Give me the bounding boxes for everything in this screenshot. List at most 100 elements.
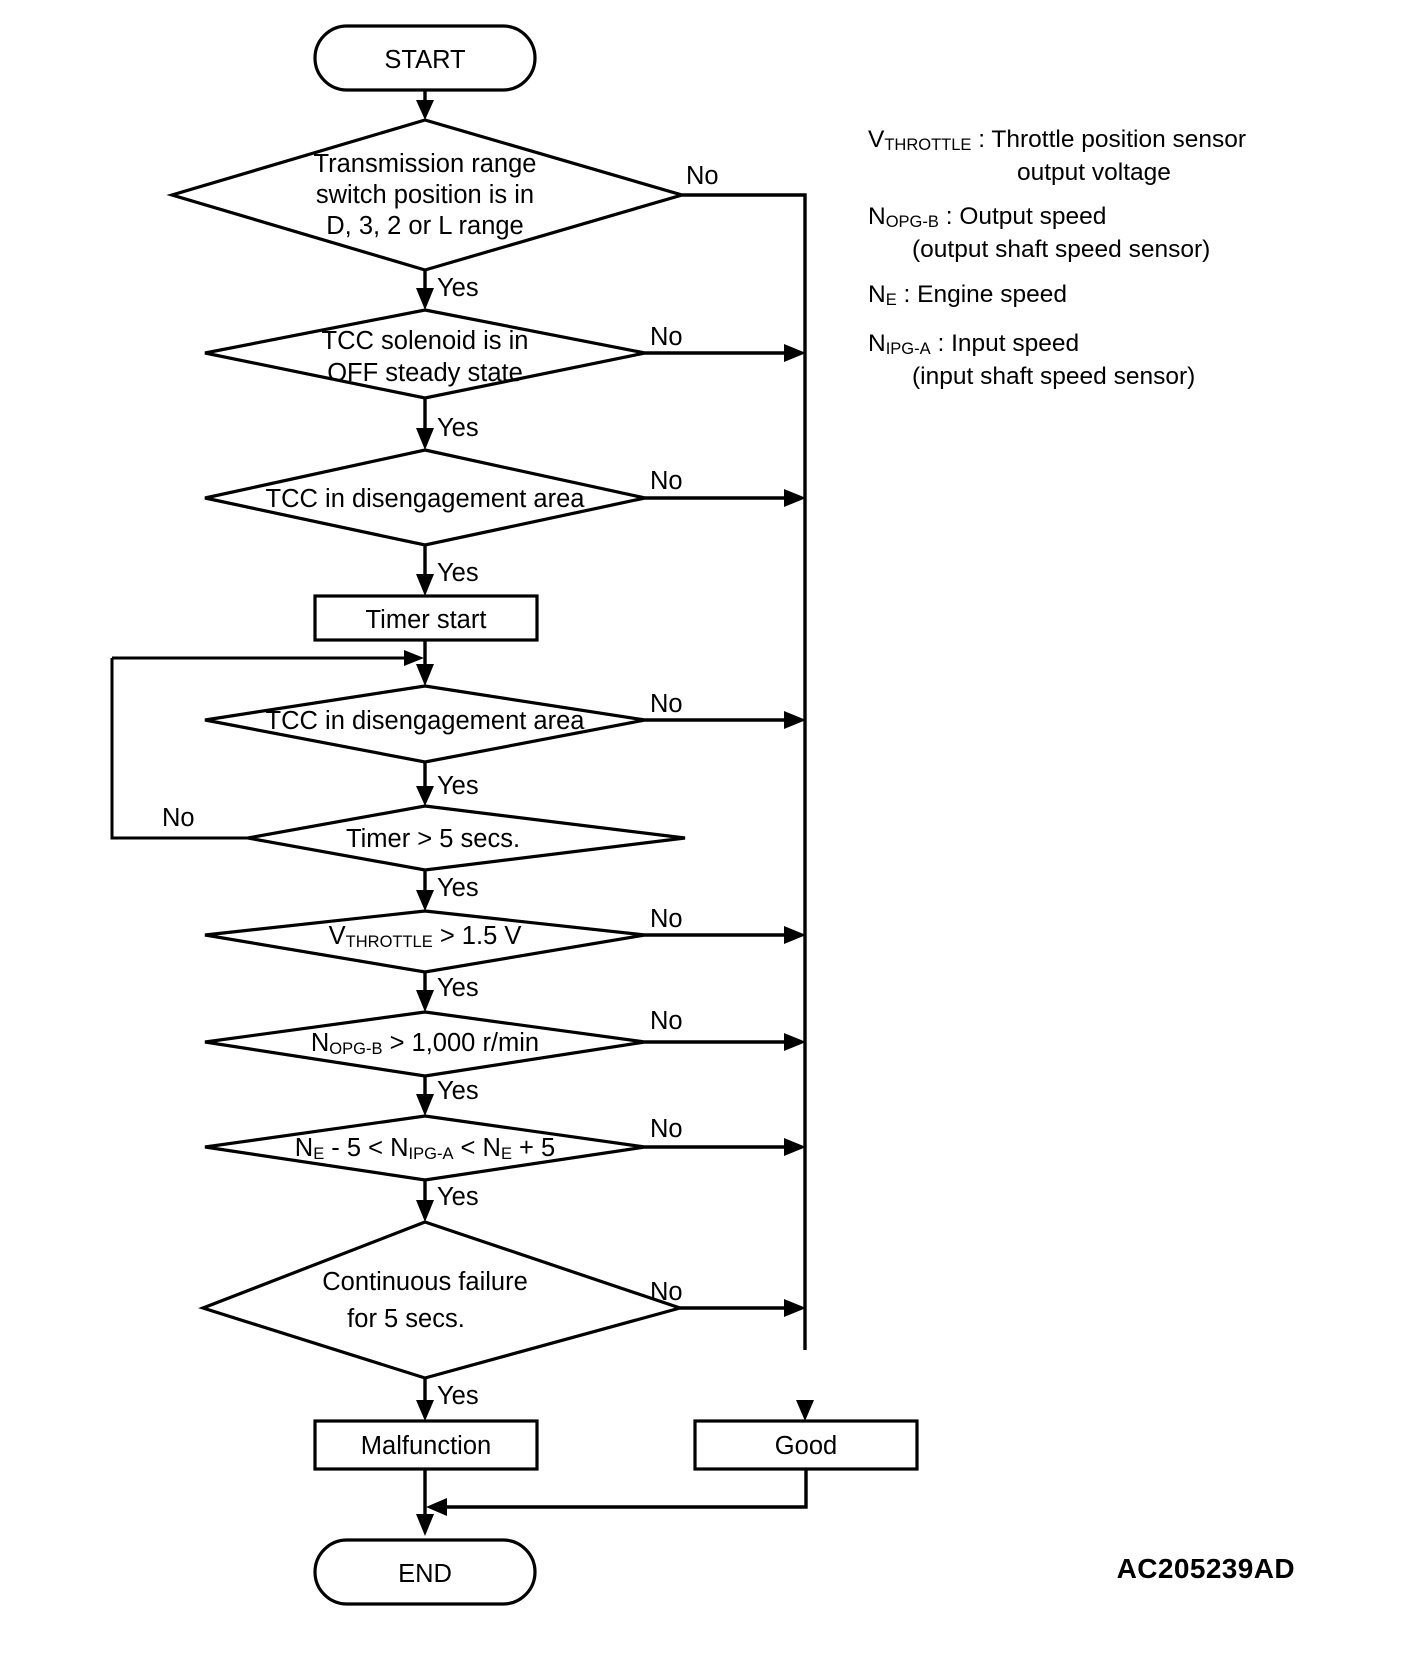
d7-no-label: No <box>650 1007 683 1035</box>
d8-part4: < N <box>453 1134 500 1162</box>
arrowhead-d3-timer <box>416 574 434 596</box>
legend-item-0-subscript: THROTTLE <box>884 136 971 154</box>
d9-line2: for 5 secs. <box>347 1305 465 1333</box>
d2-line1: TCC solenoid is in <box>322 327 529 355</box>
d7-suffix: > 1,000 r/min <box>382 1029 539 1057</box>
legend-item-0-separator: : <box>971 126 991 153</box>
legend-item-2-text: Engine speed <box>917 281 1067 308</box>
arrowhead-d8-d9 <box>416 1200 434 1222</box>
d8-part0: N <box>295 1134 313 1162</box>
edge-loopback-left <box>110 658 248 840</box>
d1-line3: D, 3, 2 or L range <box>326 212 524 240</box>
d2-line2: OFF steady state <box>327 359 523 387</box>
legend-item-0-line1: VTHROTTLE : Throttle position sensor <box>868 126 1246 154</box>
legend-item-2-separator: : <box>897 281 917 308</box>
d6-no-label: No <box>650 905 683 933</box>
d8-part1: E <box>313 1145 324 1163</box>
arrowhead-start-d1 <box>416 100 434 120</box>
legend-item-3-symbol: N <box>868 330 886 357</box>
legend-item-2-subscript: E <box>886 291 897 309</box>
d6-subscript: THROTTLE <box>346 933 433 951</box>
d5-no-label: No <box>162 804 195 832</box>
legend-item-3-text: Input speed <box>951 330 1079 357</box>
d6-symbol: V <box>329 922 346 950</box>
good-box <box>693 1419 919 1471</box>
d8-part5: E <box>501 1145 512 1163</box>
d7-symbol: N <box>311 1029 329 1057</box>
arrowhead-loopback-join <box>404 650 424 666</box>
d9-yes-label: Yes <box>437 1382 479 1410</box>
decision-tcc-disengagement-2: TCC in disengagement area <box>204 684 646 764</box>
decision-nopgb-speed: NOPG-B > 1,000 r/min <box>204 1010 646 1078</box>
decision-tcc-solenoid-off: TCC solenoid is in OFF steady state <box>204 308 646 400</box>
d7-subscript: OPG-B <box>329 1040 382 1058</box>
legend-item-1-line2: (output shaft speed sensor) <box>912 236 1210 263</box>
process-malfunction: Malfunction <box>313 1419 539 1471</box>
legend: VTHROTTLE : Throttle position sensor out… <box>868 126 1246 390</box>
process-timer-start: Timer start <box>313 594 539 642</box>
legend-item-0-text: Throttle position sensor <box>991 126 1246 153</box>
arrowhead-to-end <box>416 1514 434 1536</box>
arrowhead-d3-no <box>784 489 806 507</box>
legend-item-0-symbol: V <box>868 126 885 153</box>
d6-expr: VTHROTTLE > 1.5 V <box>329 922 522 951</box>
malfunction-box <box>313 1419 539 1471</box>
d4-line1: TCC in disengagement area <box>266 707 586 735</box>
arrowhead-d6-no <box>784 926 806 944</box>
legend-item-1-line1: NOPG-B : Output speed <box>868 203 1106 231</box>
d2-yes-label: Yes <box>437 414 479 442</box>
arrowhead-timer-d4 <box>416 664 434 686</box>
decision-timer-5-secs: Timer > 5 secs. <box>247 804 686 872</box>
end-capsule <box>313 1538 537 1606</box>
d4-no-label: No <box>650 690 683 718</box>
legend-item-3-line2: (input shaft speed sensor) <box>912 363 1195 390</box>
decision-continuous-failure: Continuous failure for 5 secs. <box>198 1220 686 1380</box>
legend-item-3-line1: NIPG-A : Input speed <box>868 330 1079 358</box>
malfunction-label: Malfunction <box>361 1432 491 1460</box>
d1-line1: Transmission range <box>314 150 537 178</box>
legend-item-1-separator: : <box>939 203 959 230</box>
d7-yes-label: Yes <box>437 1077 479 1105</box>
d4-yes-label: Yes <box>437 772 479 800</box>
end-label: END <box>398 1560 452 1588</box>
arrowhead-d2-d3 <box>416 428 434 450</box>
legend-item-3-separator: : <box>931 330 951 357</box>
d8-part6: + 5 <box>512 1134 555 1162</box>
d5-line1: Timer > 5 secs. <box>346 825 520 853</box>
d8-no-label: No <box>650 1115 683 1143</box>
decision-ne-window: NE - 5 < NIPG-A < NE + 5 <box>204 1114 646 1182</box>
d2-no-label: No <box>650 323 683 351</box>
node-start: START <box>313 24 537 92</box>
d7-expr: NOPG-B > 1,000 r/min <box>311 1029 539 1058</box>
arrowhead-d1-d2 <box>416 288 434 310</box>
decision-tcc-disengagement-1: TCC in disengagement area <box>204 448 646 547</box>
legend-item-2-line1: NE : Engine speed <box>868 281 1067 309</box>
arrowhead-d9-no <box>784 1299 806 1317</box>
arrowhead-d5-d6 <box>416 890 434 911</box>
decision-vthrottle: VTHROTTLE > 1.5 V <box>204 909 646 974</box>
d8-yes-label: Yes <box>437 1183 479 1211</box>
legend-item-0-line2: output voltage <box>1017 159 1171 186</box>
arrowhead-d8-no <box>784 1138 806 1156</box>
edge-d1-no-rail <box>682 193 807 1350</box>
d3-no-label: No <box>650 467 683 495</box>
edge-good-to-end <box>441 1469 808 1509</box>
legend-item-3-subscript: IPG-A <box>886 340 931 358</box>
d1-no-label: No <box>686 162 719 190</box>
node-end: END <box>313 1538 537 1606</box>
d9-no-label: No <box>650 1278 683 1306</box>
d3-yes-label: Yes <box>437 559 479 587</box>
d8-expr: NE - 5 < NIPG-A < NE + 5 <box>295 1134 555 1163</box>
start-label: START <box>384 46 465 74</box>
arrowhead-good-join <box>426 1498 447 1516</box>
d3-line1: TCC in disengagement area <box>266 485 586 513</box>
arrowhead-d6-d7 <box>416 990 434 1012</box>
d6-yes-label: Yes <box>437 974 479 1002</box>
legend-item-2-symbol: N <box>868 281 886 308</box>
legend-item-1-subscript: OPG-B <box>886 213 939 231</box>
decision-range-switch: Transmission range switch position is in… <box>166 118 688 272</box>
process-good: Good <box>693 1419 919 1471</box>
d9-diamond <box>198 1220 686 1380</box>
arrowhead-d9-malfunction <box>416 1400 434 1421</box>
